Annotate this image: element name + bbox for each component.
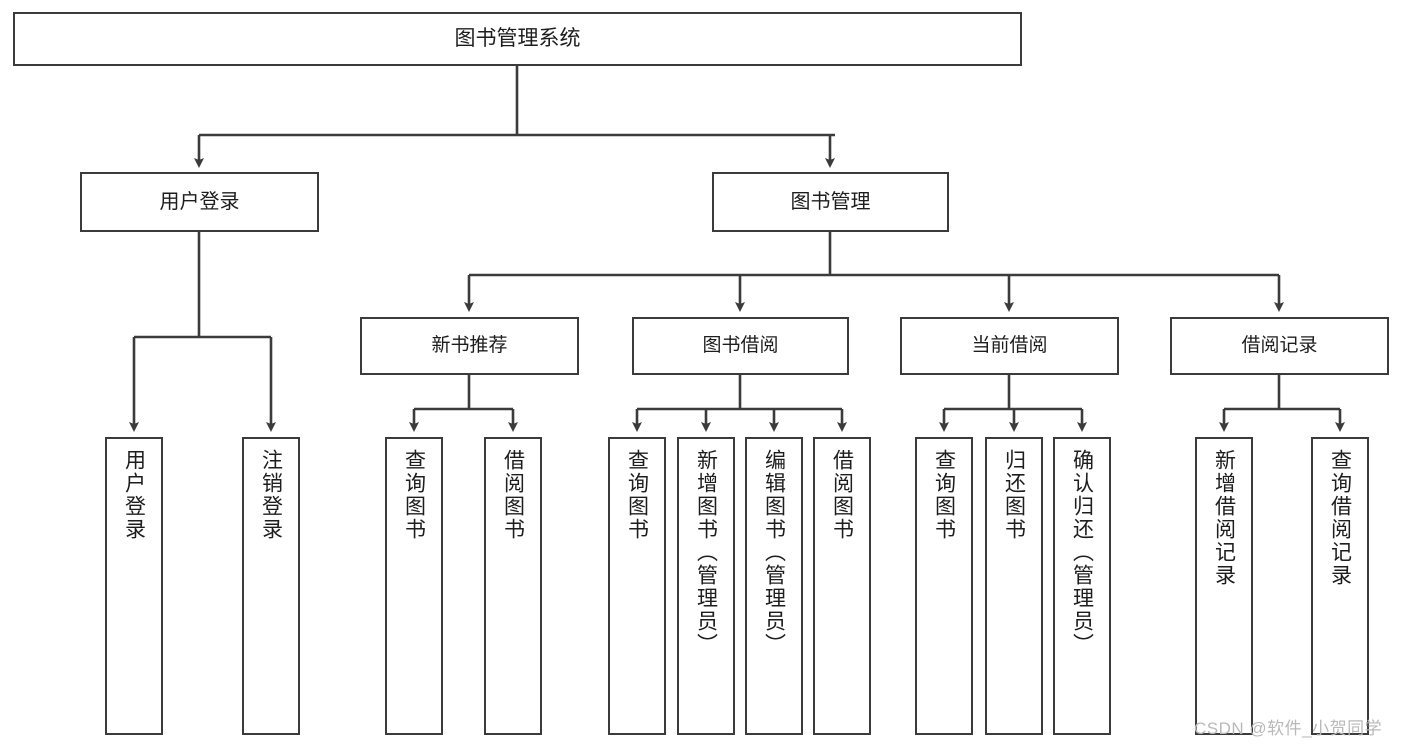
- node-label: 新书推荐: [431, 335, 508, 357]
- leaf-query-book-recommend[interactable]: 查询图书: [385, 437, 443, 735]
- node-book-management[interactable]: 图书管理: [712, 172, 949, 232]
- node-label: 借阅图书: [501, 449, 525, 541]
- node-label: 图书管理: [790, 190, 871, 213]
- node-label: 新增借阅记录: [1212, 449, 1236, 587]
- node-label: 当前借阅: [971, 335, 1048, 357]
- csdn-watermark: CSDN @软件_小贺同学: [1194, 719, 1383, 738]
- node-label: 图书管理系统: [454, 26, 581, 50]
- node-label: 借阅记录: [1241, 335, 1318, 357]
- leaf-user-login[interactable]: 用户登录: [105, 437, 163, 735]
- leaf-user-logout[interactable]: 注销登录: [242, 437, 300, 735]
- node-label: 用户登录: [122, 449, 146, 541]
- node-label: 查询借阅记录: [1328, 449, 1352, 587]
- leaf-add-book-admin[interactable]: 新增图书（管理员）: [677, 437, 735, 735]
- node-label: 图书借阅: [702, 335, 779, 357]
- node-label: 编辑图书（管理员）: [762, 449, 786, 656]
- node-user-login[interactable]: 用户登录: [80, 172, 319, 232]
- node-current-borrow[interactable]: 当前借阅: [900, 317, 1119, 375]
- node-label: 新增图书（管理员）: [694, 449, 718, 656]
- leaf-return-book[interactable]: 归还图书: [985, 437, 1043, 735]
- leaf-edit-book-admin[interactable]: 编辑图书（管理员）: [745, 437, 803, 735]
- node-root-system[interactable]: 图书管理系统: [13, 12, 1022, 66]
- leaf-query-book-current[interactable]: 查询图书: [915, 437, 973, 735]
- node-label: 查询图书: [402, 449, 426, 541]
- node-new-book-recommend[interactable]: 新书推荐: [360, 317, 579, 375]
- node-label: 确认归还（管理员）: [1070, 449, 1094, 656]
- node-label: 用户登录: [159, 190, 240, 213]
- node-label: 查询图书: [932, 449, 956, 541]
- leaf-query-borrow-record[interactable]: 查询借阅记录: [1311, 437, 1369, 735]
- node-label: 注销登录: [259, 449, 283, 541]
- leaf-query-book-borrow[interactable]: 查询图书: [608, 437, 666, 735]
- leaf-confirm-return-admin[interactable]: 确认归还（管理员）: [1053, 437, 1111, 735]
- node-label: 查询图书: [625, 449, 649, 541]
- leaf-borrow-book[interactable]: 借阅图书: [813, 437, 871, 735]
- node-borrow-record[interactable]: 借阅记录: [1170, 317, 1389, 375]
- leaf-add-borrow-record[interactable]: 新增借阅记录: [1195, 437, 1253, 735]
- node-label: 借阅图书: [830, 449, 854, 541]
- node-book-borrow[interactable]: 图书借阅: [632, 317, 849, 375]
- leaf-borrow-book-recommend[interactable]: 借阅图书: [484, 437, 542, 735]
- node-label: 归还图书: [1002, 449, 1026, 541]
